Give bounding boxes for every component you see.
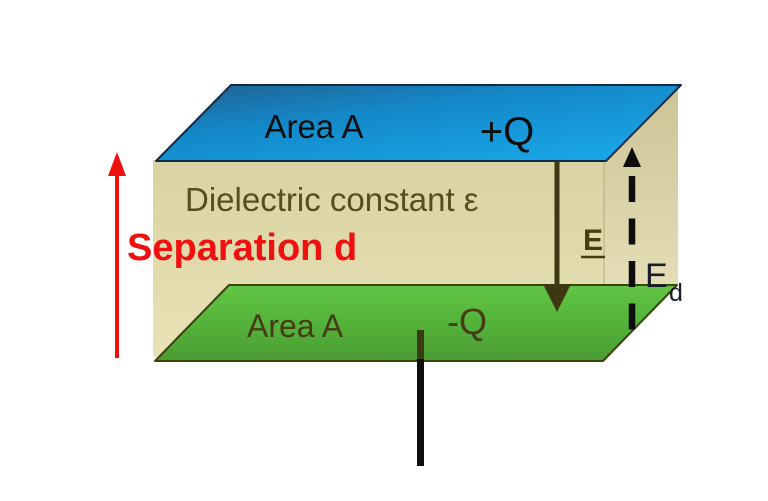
top-plate-charge-label: +Q <box>480 110 534 154</box>
separation-arrow-head-icon <box>108 152 126 176</box>
top-plate-area-label: Area A <box>264 108 363 145</box>
bottom-plate <box>154 284 678 362</box>
ed-field-label-subscript: d <box>669 279 683 307</box>
ed-field-label: E <box>645 257 668 295</box>
e-field-label: E <box>583 224 603 257</box>
e-field-arrow-head-icon <box>543 284 571 312</box>
dielectric-constant-label: Dielectric constant ε <box>185 181 479 218</box>
bottom-wire-on-plate <box>417 330 424 360</box>
ed-field-arrow-head-icon <box>623 147 641 167</box>
bottom-plate-area-label: Area A <box>247 308 344 344</box>
bottom-plate-charge-label: -Q <box>447 301 487 342</box>
bottom-wire <box>417 359 424 466</box>
separation-label: Separation d <box>127 227 357 269</box>
top-plate <box>155 84 682 162</box>
